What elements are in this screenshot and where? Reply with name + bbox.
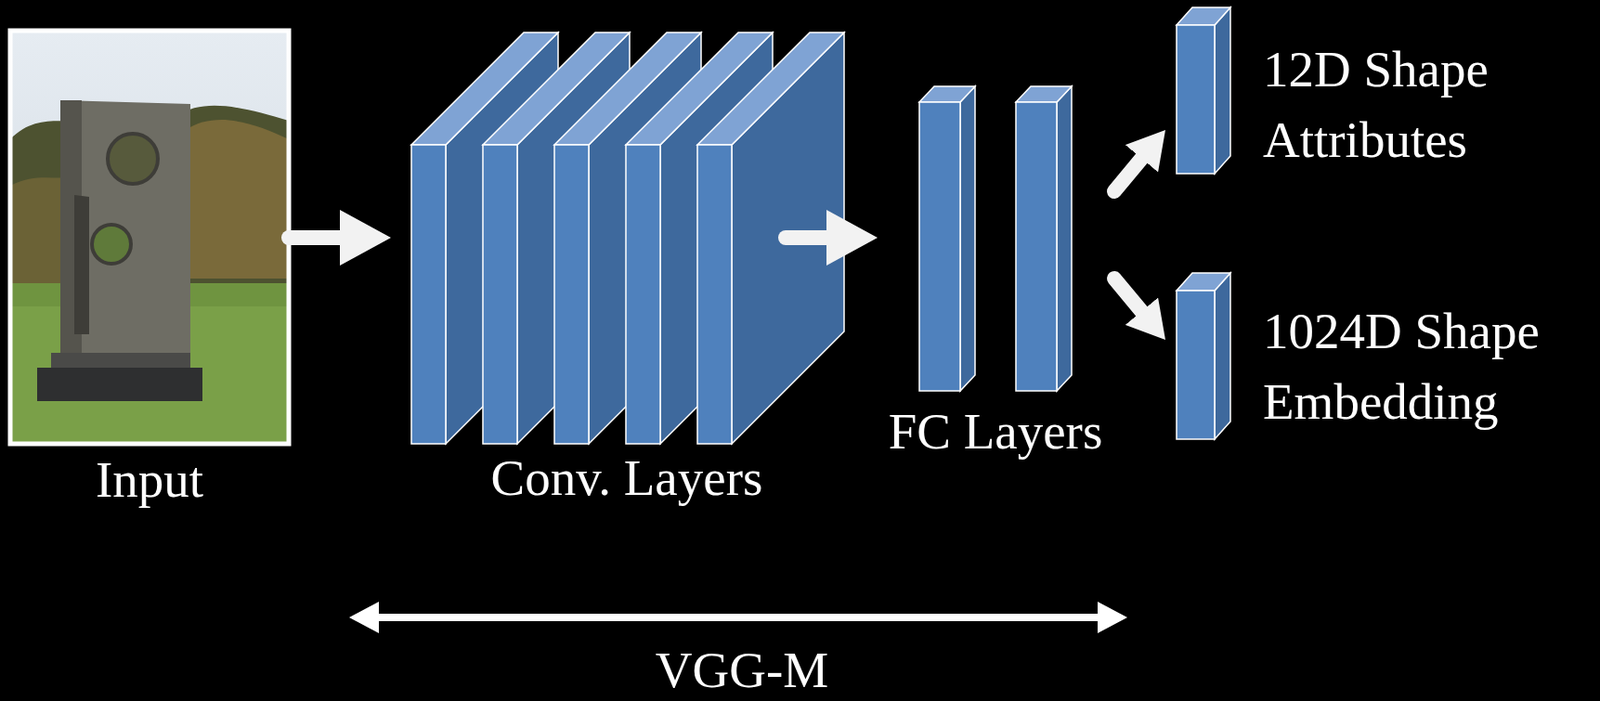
flow-arrow [1114,278,1142,312]
sculpture-fin [74,195,90,335]
sculpture-slab [60,100,191,358]
network-name: VGG-M [655,644,829,696]
sculpture-plinth [51,352,191,370]
span-arrow-line [371,613,1106,622]
sculpture-photo [10,30,289,444]
node-label: FC Layers [888,401,1104,463]
photo-frame [10,30,289,444]
fc-layers: FC Layers [877,78,1115,551]
fc-box-front [1015,102,1057,391]
fc-box [919,86,976,391]
output-box [1176,273,1231,440]
sculpture-base [37,367,203,402]
conv-slab-front [411,144,446,444]
output-box-top [1176,7,1231,26]
layer-stack: Conv. Layers [390,32,786,551]
conv-slab-front [482,144,518,444]
output-vector: 12D Shape Attributes [1165,3,1593,181]
flow-arrow [288,230,340,246]
output-box-side [1214,7,1231,174]
output-vector: 1024D Shape Embedding [1165,269,1593,446]
sculpture-hole [107,133,158,184]
fc-box-top [919,86,976,103]
span-arrow-head [349,601,379,634]
output-box-side [1214,273,1231,440]
sculpture-hole [91,224,131,264]
conv-slab-front [554,144,589,444]
photo-sky [10,30,289,444]
output-box-top [1176,273,1231,291]
span-arrow-head [1097,601,1128,634]
flow-arrow [785,230,827,246]
output-box-front [1176,290,1215,440]
output-box [1176,7,1231,174]
conv-slabs [411,32,845,444]
output-box-front [1176,25,1215,174]
fc-box [1015,86,1072,391]
conv-slab [697,32,845,444]
node-label: Input [95,449,204,511]
node-label: Conv. Layers [491,447,764,509]
photo-autumn-tree [185,119,289,279]
node-label: 1024D Shape Embedding [1262,296,1570,438]
fc-boxes [919,7,1231,440]
conv-slab-front [625,144,661,444]
fc-box-top [1015,86,1072,103]
fc-box-side [960,86,976,391]
fc-box-side [1056,86,1072,391]
flow-arrow [1114,158,1142,192]
conv-slab-front [697,144,732,444]
node-label: 12D Shape Attributes [1262,34,1570,176]
image-node: Input [10,30,289,551]
conv-slab-top [697,32,845,145]
fc-box-front [919,102,961,391]
